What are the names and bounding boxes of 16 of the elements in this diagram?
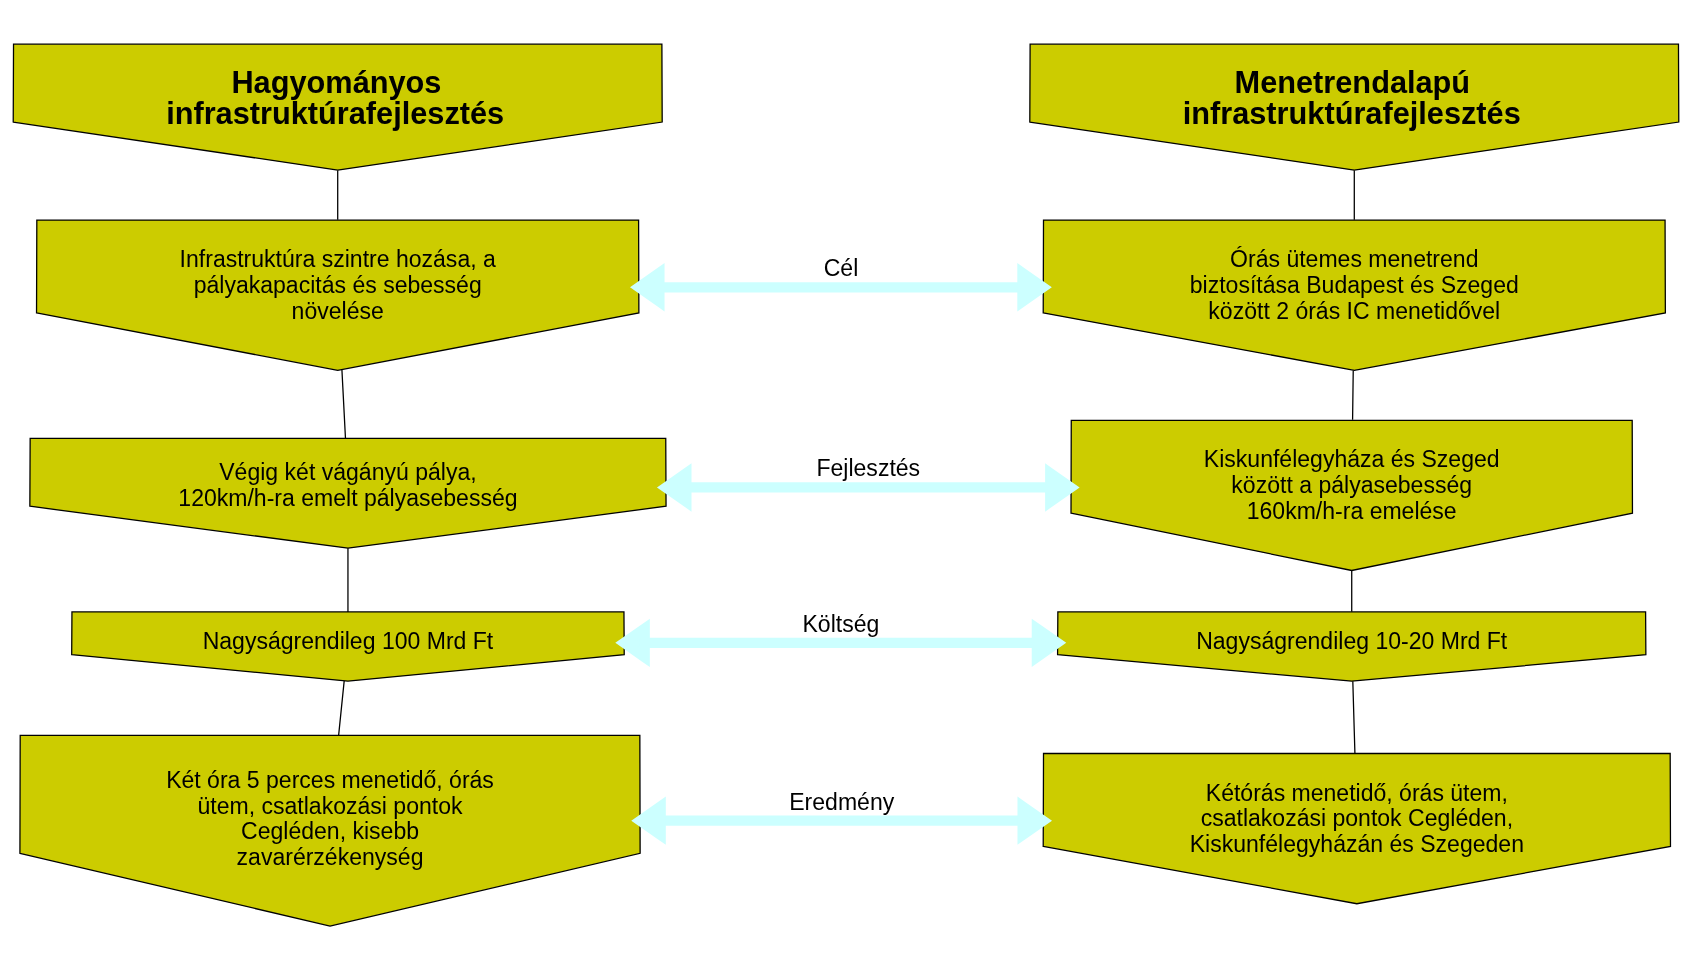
connector (337, 169, 339, 220)
edge-label: Cél (823, 254, 859, 281)
connector (1352, 680, 1356, 754)
connector (347, 547, 349, 612)
connector (338, 679, 345, 736)
edge-label: Fejlesztés (816, 454, 921, 481)
edge-label: Költség (802, 610, 880, 637)
arrow (615, 618, 1067, 667)
arrow (631, 796, 1052, 845)
arrow (630, 262, 1052, 311)
connector (1353, 169, 1355, 220)
connector (341, 368, 347, 439)
arrow (656, 462, 1080, 512)
connector (1351, 569, 1353, 612)
edge-label: Eredmény (789, 788, 895, 815)
connector (1351, 369, 1354, 420)
